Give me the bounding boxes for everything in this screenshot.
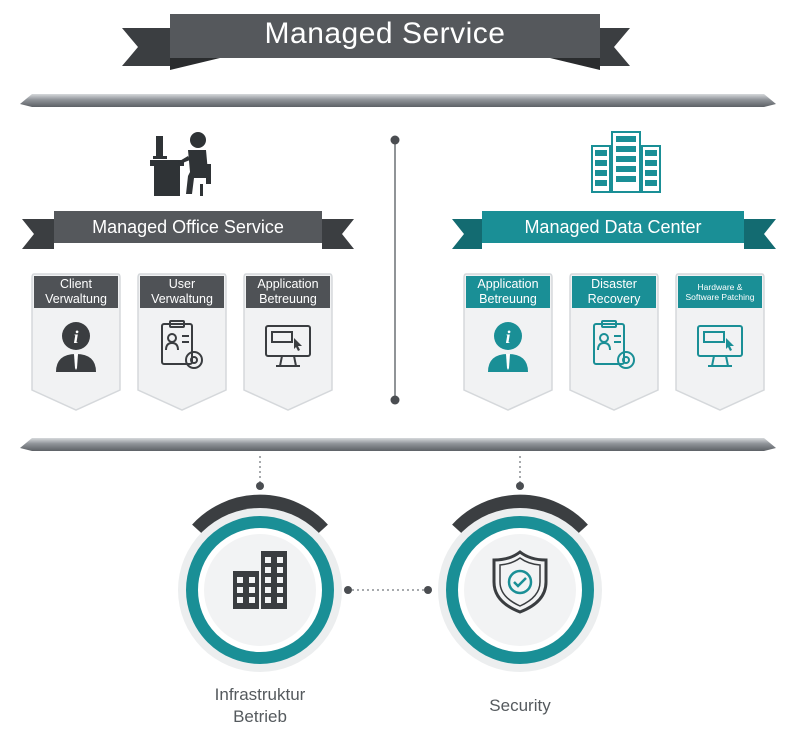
buildings-icon <box>233 551 287 609</box>
datacenter-section-label: Managed Data Center <box>524 217 702 237</box>
top-shelf <box>20 94 776 107</box>
security-circle <box>438 494 602 672</box>
monitor-cursor-icon <box>697 325 743 367</box>
page-title: Managed Service <box>264 17 506 50</box>
section-divider <box>390 135 400 405</box>
circles-connector <box>344 586 432 594</box>
office-section-label: Managed Office Service <box>92 217 284 237</box>
monitor-cursor-icon <box>265 325 311 367</box>
shelf-connectors <box>256 456 524 490</box>
clipboard-gear-icon <box>161 320 203 369</box>
svg-text:i: i <box>73 327 78 347</box>
shield-check-icon <box>492 550 548 614</box>
infrastruktur-circle <box>178 494 342 672</box>
card-hardware-software-patching: Hardware &Software Patching <box>674 272 766 412</box>
datacenter-section-ribbon <box>452 211 776 249</box>
clipboard-gear-icon <box>593 320 635 369</box>
security-label: Security <box>489 696 551 715</box>
office-section-ribbon <box>22 211 354 249</box>
server-rack-icon <box>591 131 661 193</box>
title-ribbon <box>122 14 630 70</box>
info-person-icon: i <box>488 322 528 372</box>
office-worker-icon <box>150 132 211 196</box>
svg-text:i: i <box>505 327 510 347</box>
bottom-shelf <box>20 438 776 451</box>
info-person-icon: i <box>56 322 96 372</box>
card-header: Hardware &Software Patching <box>678 276 762 308</box>
